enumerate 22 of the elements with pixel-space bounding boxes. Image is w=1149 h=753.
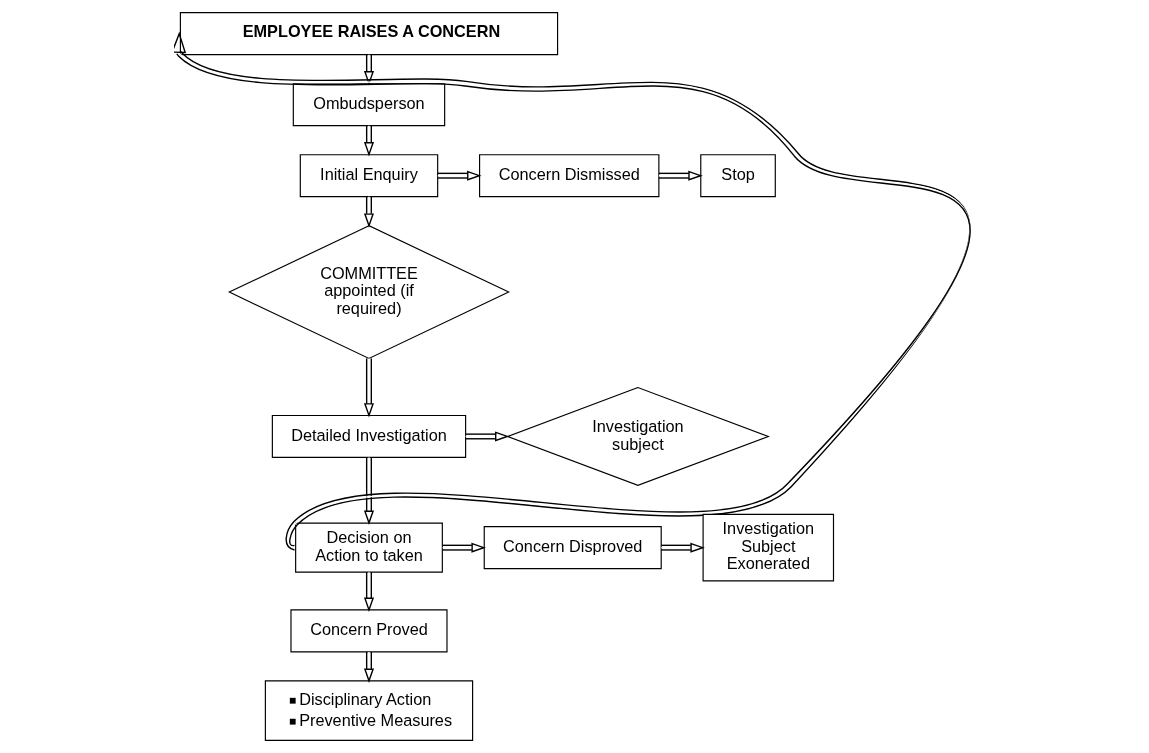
arrow xyxy=(441,542,486,553)
arrow xyxy=(363,456,375,525)
arrow xyxy=(658,170,703,181)
node-box: Ombudsperson xyxy=(292,83,446,127)
node-diamond: Investigation subject xyxy=(505,386,770,486)
arrow xyxy=(363,571,375,613)
arrow xyxy=(464,431,510,442)
node-box: Stop xyxy=(700,154,776,198)
arrow xyxy=(660,542,705,553)
arrow xyxy=(363,357,375,418)
node-box: EMPLOYEE RAISES A CONCERN xyxy=(179,12,559,56)
node-diamond: COMMITTEE appointed (if required) xyxy=(227,225,511,360)
node-box: Concern Proved xyxy=(290,609,448,653)
node-box: Investigation Subject Exonerated xyxy=(702,513,835,582)
node-box: Concern Disproved xyxy=(483,526,662,570)
arrow xyxy=(437,170,482,181)
node-box: Decision on Action to taken xyxy=(295,522,443,573)
node-box: Initial Enquiry xyxy=(299,154,439,198)
node-box: Concern Dismissed xyxy=(479,154,660,198)
arrow xyxy=(174,31,970,551)
node-box: Detailed Investigation xyxy=(271,414,467,458)
node-box: Disciplinary Action Preventive Measures xyxy=(264,680,474,741)
